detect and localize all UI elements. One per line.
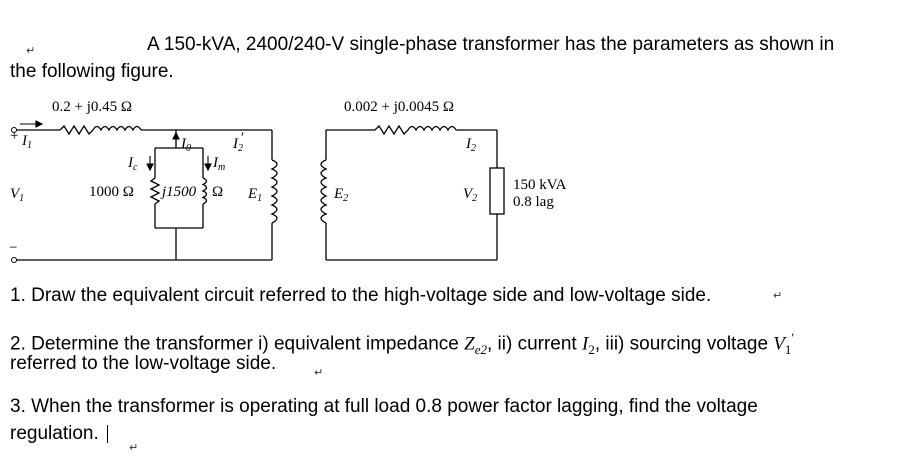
symbol-v: V (773, 333, 785, 355)
inductor-secondary (407, 125, 457, 132)
label-im: Im (212, 155, 225, 173)
text-cursor (106, 424, 108, 443)
paragraph-mark: ↵ (314, 366, 324, 379)
label-i2-prime: I2′ (232, 130, 244, 154)
label-minus: − (9, 240, 17, 256)
arrow-i0-head (172, 131, 180, 140)
paragraph-mark: ↵ (773, 289, 783, 302)
resistor-primary (59, 124, 94, 136)
question-2-text-a: 2. Determine the transformer i) equivale… (10, 333, 465, 355)
symbol-i: I (582, 333, 589, 355)
question-1-text: 1. Draw the equivalent circuit referred … (10, 285, 712, 306)
symbol-v-sub: 1 (784, 342, 792, 358)
question-2-line-2: referred to the low-voltage side. (10, 353, 277, 374)
question-1: 1. Draw the equivalent circuit referred … (10, 284, 711, 308)
label-x-mag-unit: Ω (212, 184, 223, 200)
label-i2: I2 (465, 136, 476, 154)
label-plus: + (10, 128, 18, 144)
intro-line-2: the following figure. (10, 61, 174, 82)
paragraph-mark: ↵ (26, 44, 36, 57)
question-3-text: regulation. (10, 423, 99, 444)
winding-primary (270, 159, 278, 224)
question-3-line-2: regulation. (10, 422, 108, 446)
label-load-pf: 0.8 lag (513, 194, 554, 210)
paragraph-mark: ↵ (129, 441, 139, 454)
question-2-text-b: , ii) current (486, 333, 582, 355)
terminal-top (11, 127, 17, 133)
intro-line-1: A 150-kVA, 2400/240-V single-phase trans… (147, 34, 835, 55)
label-r-core: 1000 Ω (89, 184, 134, 200)
resistor-secondary (374, 124, 409, 136)
terminal-bottom (11, 257, 17, 263)
label-z-primary: 0.2 + j0.45 Ω (52, 99, 132, 115)
label-v1: V1 (10, 186, 24, 204)
label-v2: V2 (463, 186, 477, 204)
inductor-magnetizing (201, 177, 208, 205)
load-box (489, 167, 505, 215)
label-x-mag: j1500 (160, 184, 197, 200)
label-ic: Ic (127, 155, 138, 173)
arrow-i1-head (35, 120, 44, 128)
label-i1: I1 (21, 133, 32, 151)
arrow-im-head (204, 163, 212, 172)
resistor-core (149, 177, 161, 205)
arrow-ic-head (146, 163, 154, 172)
label-e2: E2 (333, 186, 348, 204)
label-i0: I0 (180, 136, 191, 154)
symbol-z: Z (464, 333, 475, 355)
symbol-i-sub: 2 (588, 342, 595, 358)
winding-secondary (320, 159, 328, 224)
label-z-secondary: 0.002 + j0.0045 Ω (344, 99, 454, 115)
label-e1: E1 (247, 186, 262, 204)
symbol-z-sub: e2 (474, 342, 487, 358)
question-2-line-1: 2. Determine the transformer i) equivale… (10, 326, 794, 362)
label-load-rating: 150 kVA (513, 177, 567, 193)
symbol-v-prime: ′ (791, 330, 795, 345)
inductor-primary (92, 125, 142, 132)
question-2-text-c: , iii) sourcing voltage (594, 333, 774, 355)
question-3-line-1: 3. When the transformer is operating at … (10, 396, 758, 417)
